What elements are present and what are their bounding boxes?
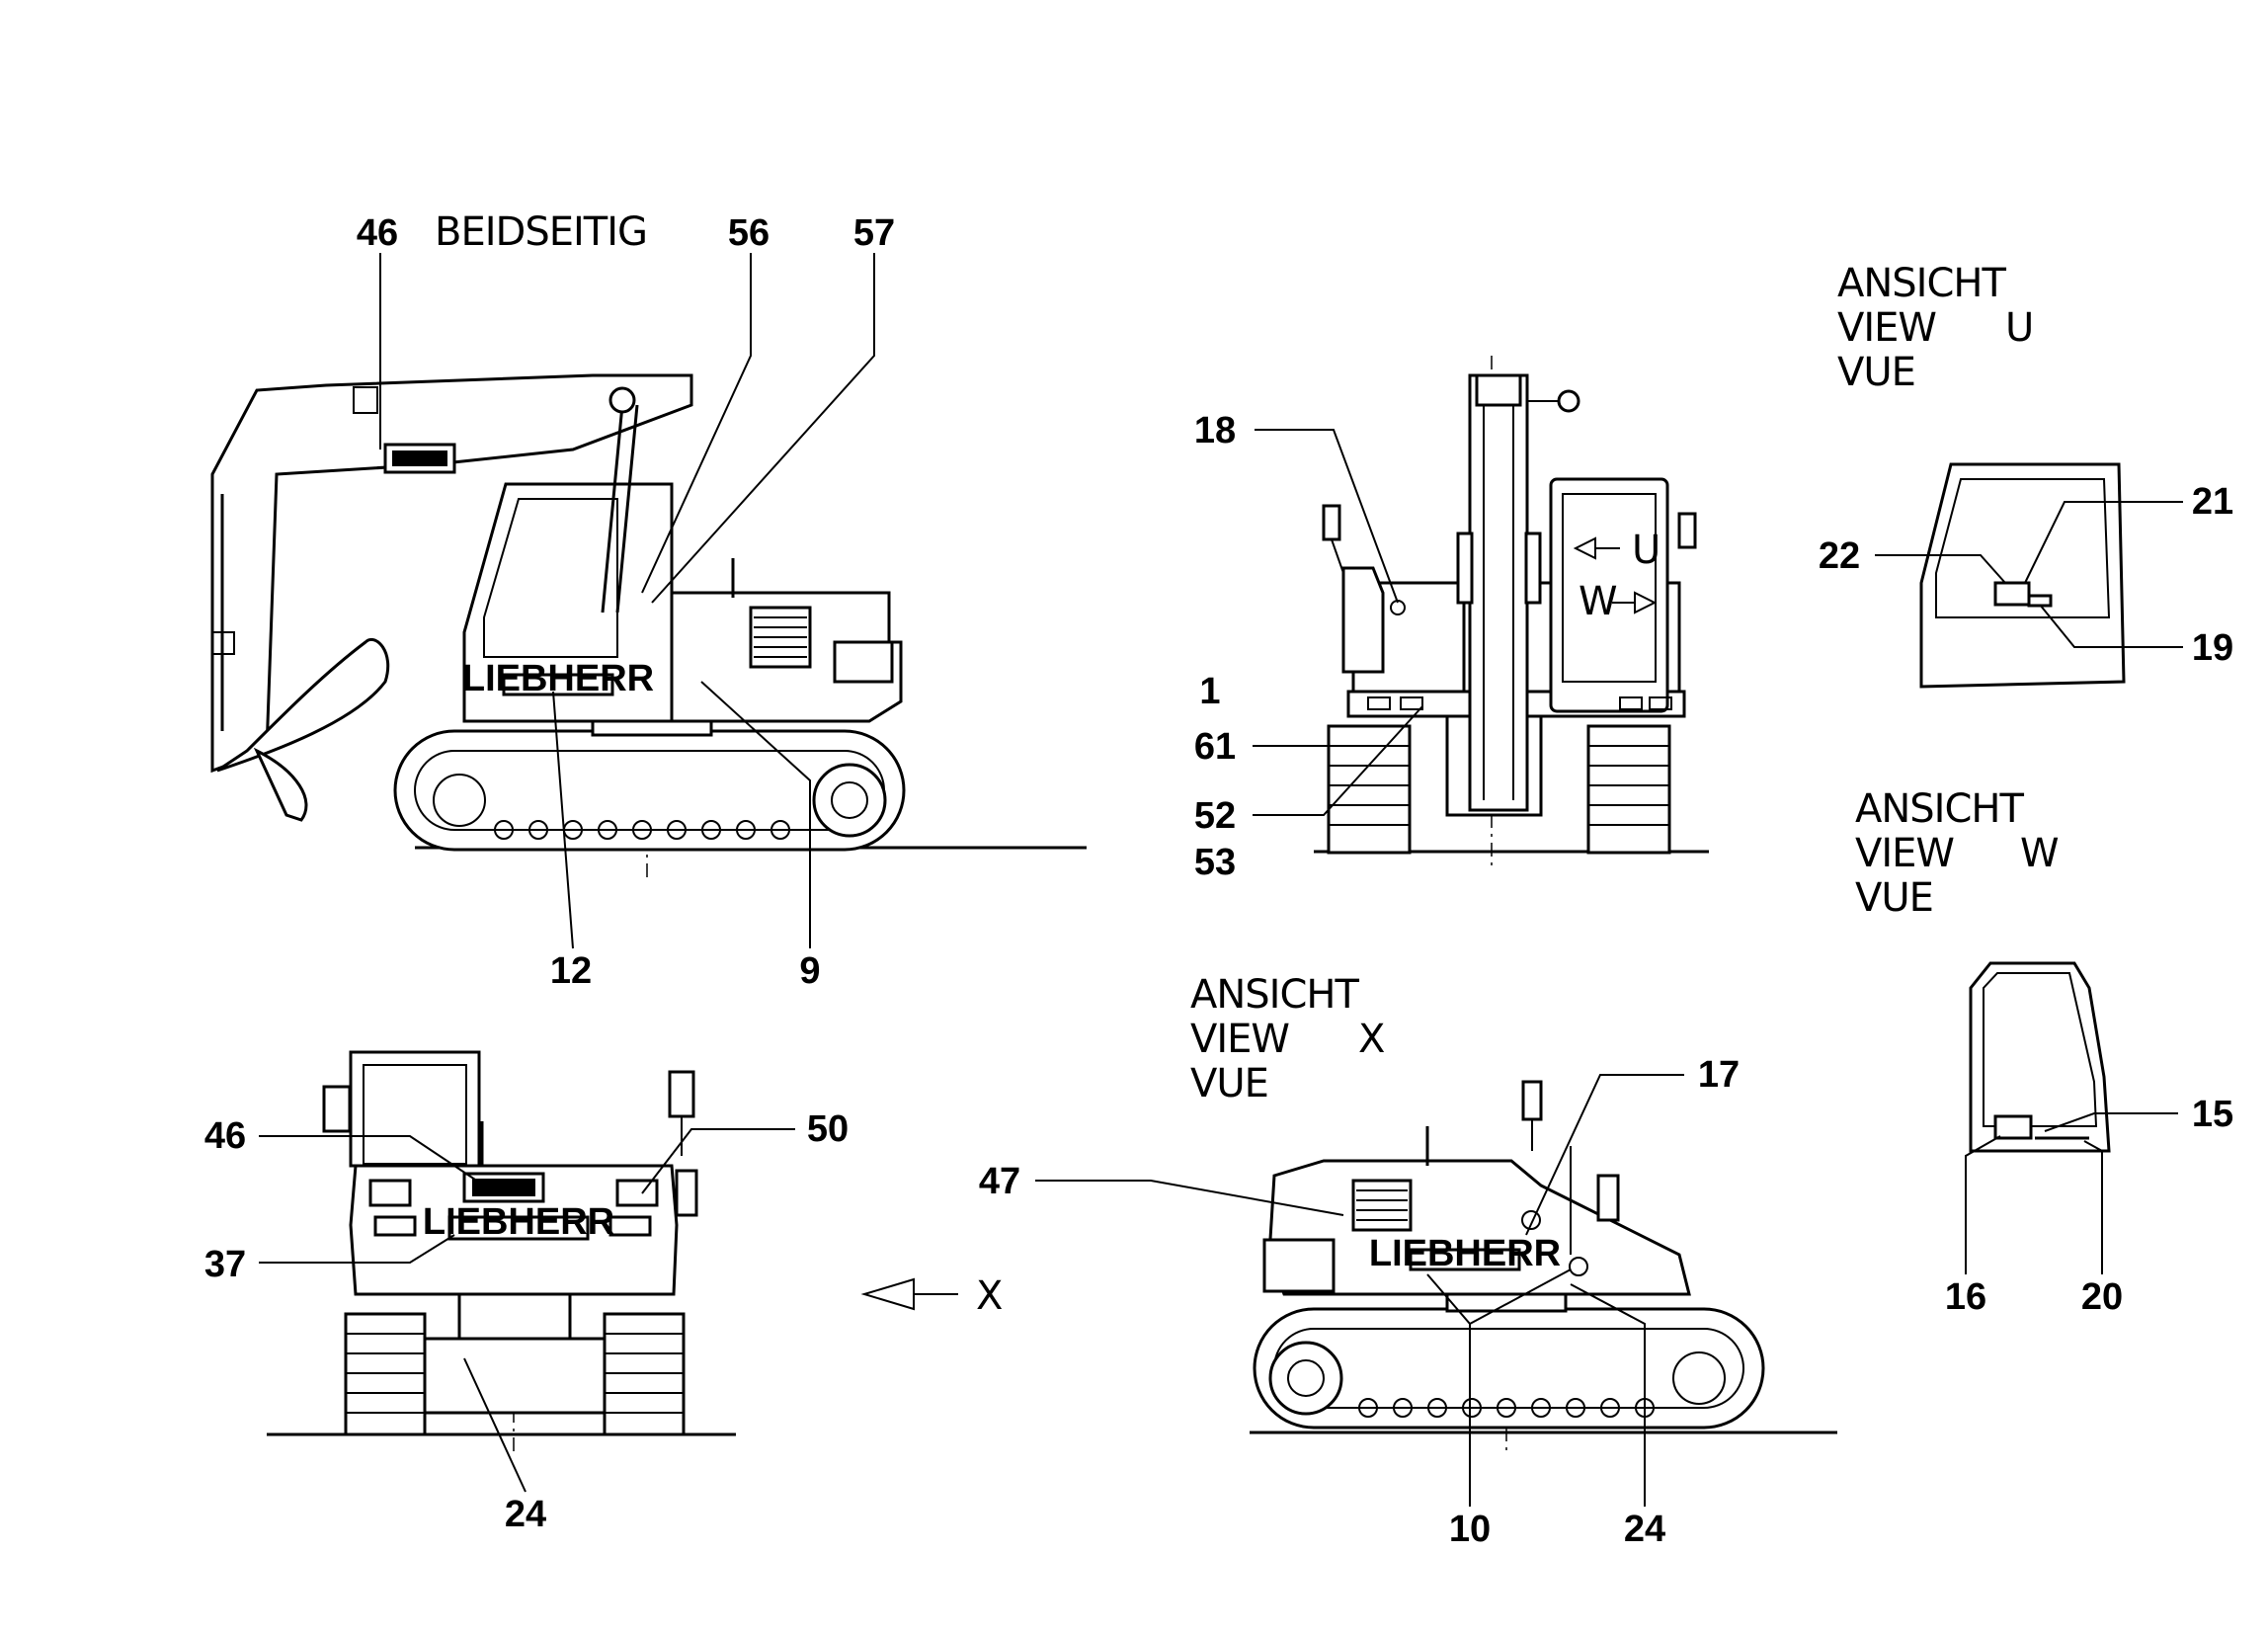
- view-x-letter: X: [1358, 1017, 1385, 1062]
- callout-side-12: 12: [550, 950, 592, 992]
- callout-rear-24: 24: [505, 1494, 546, 1535]
- x-brand-plate: [1409, 1248, 1521, 1271]
- callout-w-15: 15: [2192, 1094, 2233, 1135]
- side-brand-plate: [502, 673, 614, 696]
- callout-side-9: 9: [799, 950, 820, 992]
- arrow-u-label: U: [1632, 528, 1660, 573]
- callout-front-1: 1: [1199, 671, 1220, 712]
- callout-rear-46: 46: [204, 1115, 246, 1157]
- rear-callouts: 46 50 37 24: [204, 1108, 849, 1535]
- callout-x-10: 10: [1449, 1509, 1491, 1550]
- side-view: LIEBHERR: [210, 373, 1087, 879]
- front-callouts: 18 1 61 52 53: [1194, 410, 1423, 883]
- front-cab: [1549, 477, 1669, 713]
- view-u-vue: VUE: [1837, 350, 1915, 395]
- rear-cab: [349, 1050, 481, 1168]
- side-brand-plate-text: LIEBHERR: [462, 658, 654, 699]
- callout-side-57: 57: [853, 212, 895, 254]
- callout-w-20: 20: [2081, 1276, 2123, 1318]
- callout-rear-37: 37: [204, 1244, 246, 1285]
- arrow-x-label: X: [976, 1273, 1003, 1319]
- view-u-ansicht: ANSICHT: [1837, 261, 2006, 306]
- callout-front-53: 53: [1194, 842, 1236, 883]
- callout-front-52: 52: [1194, 795, 1236, 837]
- view-w: ANSICHT VIEW W VUE: [1855, 786, 2111, 1153]
- callout-side-46: 46: [357, 212, 398, 254]
- callout-u-22: 22: [1819, 535, 1860, 577]
- view-x: ANSICHT VIEW X VUE LIEBHERR: [1190, 972, 1837, 1452]
- rear-view: LIEBHERR: [267, 1050, 736, 1452]
- front-boom: [1468, 373, 1529, 812]
- callout-u-19: 19: [2192, 627, 2233, 669]
- side-callouts: 46 BEIDSEITIG 56 57 12 9: [357, 209, 895, 992]
- arrow-w-label: W: [1579, 579, 1617, 624]
- view-w-vue: VUE: [1855, 875, 1933, 921]
- view-x-callouts: 17 47 10 24: [979, 1054, 1740, 1550]
- callout-front-18: 18: [1194, 410, 1236, 451]
- beidseitig-label: BEIDSEITIG: [435, 209, 647, 255]
- callout-front-61: 61: [1194, 726, 1236, 768]
- view-x-ansicht: ANSICHT: [1190, 972, 1359, 1018]
- side-bucket: [216, 638, 390, 773]
- view-x-arrow: X: [860, 1273, 1004, 1319]
- view-x-view: VIEW: [1190, 1017, 1289, 1062]
- view-u-letter: U: [2005, 305, 2033, 351]
- view-u-view: VIEW: [1837, 305, 1936, 351]
- view-w-letter: W: [2020, 831, 2059, 876]
- front-track-right: [1586, 724, 1671, 855]
- side-cab: [462, 482, 674, 723]
- front-track-left: [1327, 724, 1412, 855]
- view-w-ansicht: ANSICHT: [1855, 786, 2024, 832]
- callout-x-47: 47: [979, 1161, 1020, 1202]
- view-w-view: VIEW: [1855, 831, 1954, 876]
- callout-side-56: 56: [728, 212, 770, 254]
- callout-x-17: 17: [1698, 1054, 1740, 1096]
- callout-w-16: 16: [1945, 1276, 1986, 1318]
- view-x-vue: VUE: [1190, 1061, 1268, 1106]
- callout-rear-50: 50: [807, 1108, 849, 1150]
- callout-x-24: 24: [1624, 1509, 1665, 1550]
- rear-brand-plate: [447, 1215, 590, 1241]
- view-u: ANSICHT VIEW U VUE: [1837, 261, 2126, 689]
- view-u-callouts: 22 21 19: [1819, 481, 2233, 669]
- view-w-callouts: 15 16 20: [1945, 1094, 2233, 1318]
- view-u-cab-door: [1919, 462, 2126, 689]
- front-view: U W: [1314, 356, 1709, 869]
- x-brand-plate-text: LIEBHERR: [1369, 1233, 1561, 1274]
- callout-u-21: 21: [2192, 481, 2233, 523]
